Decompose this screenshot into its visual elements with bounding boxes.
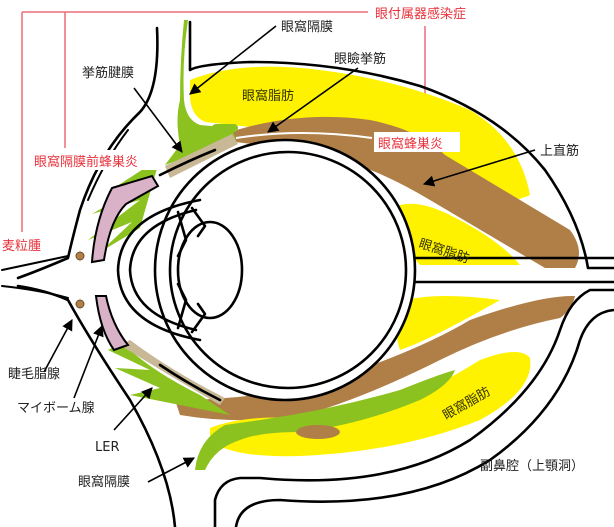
iris-upper [176, 210, 188, 258]
label-meibomian-gland: マイボーム腺 [17, 401, 95, 416]
sclera-inner [168, 150, 408, 390]
label-hordeolum: 麦粒腫 [2, 238, 41, 254]
inferior-rectus-muscle [175, 295, 575, 421]
label-adnexal-infection: 眼付属器感染症 [375, 6, 466, 22]
arrow-meibomian-gland [73, 324, 104, 399]
label-orbital-septum-top: 眼窩隔膜 [281, 19, 333, 35]
label-levator-muscle: 眼瞼挙筋 [334, 51, 386, 67]
label-preseptal-cellulitis: 眼窩隔膜前蜂巣炎 [34, 154, 138, 170]
cornea-inner [128, 208, 198, 332]
arrow-ler [113, 387, 153, 431]
arrow-zeis-gland [43, 319, 73, 373]
orbital-fat-mid [399, 203, 520, 265]
inferior-oblique [296, 425, 340, 439]
arrow-septum-top [189, 25, 277, 95]
orbital-rim-lower [213, 288, 614, 527]
upper-lid-skin [16, 26, 159, 280]
orbital-rim-upper [188, 20, 614, 270]
label-bg-preseptal [30, 150, 162, 170]
lash-upper [1, 255, 69, 271]
pointer-arrows [43, 25, 536, 483]
tarsal-plate-lower [94, 295, 130, 352]
maxillary-sinus-wall [234, 308, 614, 527]
zeis-gland-lower [75, 299, 85, 309]
label-orbital-fat-upper: 眼窩脂肪 [242, 88, 294, 104]
iris-lower [176, 282, 188, 330]
lens [176, 220, 244, 320]
arrow-superior-rectus [422, 149, 536, 187]
label-levator-aponeurosis: 挙筋腱膜 [82, 65, 134, 81]
eyeball [116, 138, 614, 402]
preseptal-tissue-lower [108, 345, 230, 415]
label-orbital-septum-bottom: 眼窩隔膜 [78, 474, 130, 490]
zeis-gland-upper [75, 251, 85, 261]
label-ler: LER [95, 440, 120, 455]
label-superior-rectus: 上直筋 [540, 143, 579, 159]
lash-lower [1, 285, 69, 299]
label-bg-orbital [374, 132, 460, 152]
label-bg-adnexal [368, 3, 488, 23]
tarsal-plate-upper [90, 174, 160, 264]
label-maxillary-sinus: 副鼻腔（上顎洞） [480, 458, 584, 474]
orbital-fat-lower-upper [396, 296, 500, 350]
label-orbital-cellulitis: 眼窩蜂巣炎 [378, 136, 443, 152]
ciliary-body-lower [190, 302, 207, 334]
arrow-aponeurosis [133, 87, 183, 153]
arrow-levator [267, 67, 359, 133]
orbital-septum-lower [195, 370, 455, 470]
muscle-separation [235, 132, 373, 139]
arrow-septum-bottom [147, 457, 195, 483]
fornix-upper [158, 148, 217, 177]
label-zeis-gland: 睫毛脂腺 [8, 367, 60, 382]
eyelashes [1, 255, 69, 299]
septum-fold [212, 124, 238, 132]
cornea [116, 198, 202, 342]
ciliary-body-upper [190, 206, 207, 238]
fornix-lower [158, 363, 222, 402]
